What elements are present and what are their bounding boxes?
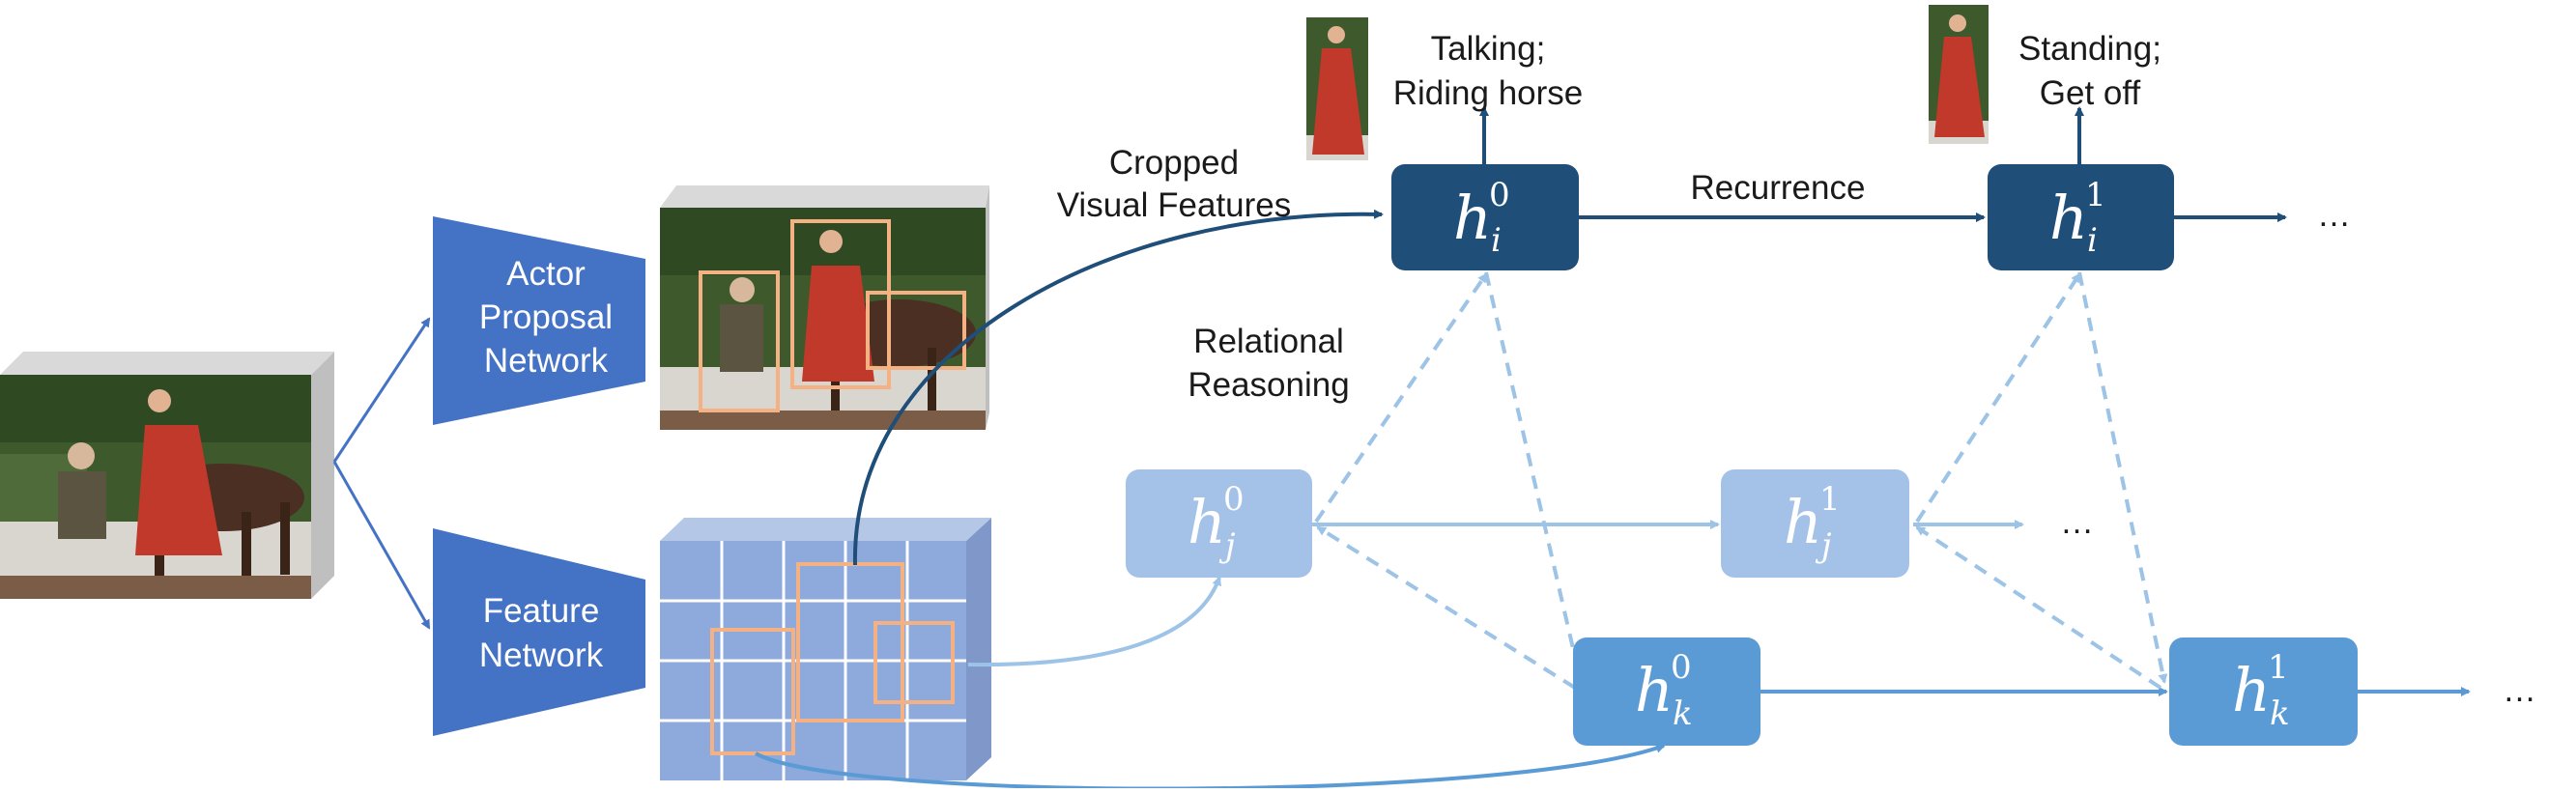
node-hi1-sub: i — [2087, 221, 2098, 260]
actor-thumbnail-t0 — [1306, 17, 1368, 160]
node-hk1-sub: k — [2270, 694, 2290, 733]
svg-text:h: h — [2049, 183, 2088, 253]
node-hi0-sup: 0 — [1489, 176, 1510, 214]
svg-text:h: h — [1784, 487, 1822, 557]
input-video-frame — [0, 352, 334, 599]
actor-proposal-network: Actor Proposal Network — [433, 216, 645, 425]
node-hi1: h 1 i — [1988, 164, 2174, 270]
label-action-t0-1: Talking; — [1431, 30, 1546, 68]
ellipsis-j: … — [2060, 503, 2094, 541]
bbox-person-2 — [790, 219, 891, 389]
node-hj1-sup: 1 — [1819, 480, 1841, 519]
node-hi1-sup: 1 — [2085, 176, 2106, 214]
bbox-person-1 — [699, 270, 780, 412]
node-hj1: h 1 j — [1721, 469, 1909, 578]
detection-frame — [660, 185, 989, 430]
node-hk1: h 1 k — [2169, 637, 2358, 746]
feature-net-label-1: Feature — [483, 592, 600, 630]
feature-roi-2 — [796, 562, 904, 722]
arrow-input-to-actor-net — [332, 317, 431, 463]
actor-thumbnail-t1 — [1929, 5, 1989, 144]
arrow-features-to-hj0 — [967, 576, 1222, 667]
node-hi0: h 0 i — [1391, 164, 1579, 270]
label-action-t1-1: Standing; — [2018, 30, 2161, 68]
label-action-t1-2: Get off — [2040, 74, 2141, 112]
node-hk0-sub: k — [1673, 694, 1693, 733]
node-hk1-sup: 1 — [2268, 648, 2289, 687]
ellipsis-k: … — [2503, 671, 2536, 709]
svg-text:h: h — [1188, 487, 1226, 557]
node-hj0-sup: 0 — [1223, 480, 1245, 519]
actor-net-label-1: Actor — [506, 255, 586, 293]
arrow-input-to-feature-net — [332, 461, 431, 630]
feature-roi-3 — [873, 621, 955, 704]
relational-edges — [1314, 271, 2168, 690]
label-cropped-2: Visual Features — [1057, 186, 1292, 224]
node-hj0: h 0 j — [1126, 469, 1312, 578]
node-hi0-sub: i — [1491, 221, 1502, 260]
ellipsis-i: … — [2317, 196, 2351, 234]
bbox-horse — [866, 291, 966, 370]
feature-map — [660, 518, 991, 780]
svg-text:h: h — [2232, 655, 2271, 725]
node-hk0-sup: 0 — [1671, 648, 1692, 687]
actor-net-label-2: Proposal — [479, 298, 613, 336]
feature-network: Feature Network — [433, 528, 645, 736]
node-hk0: h 0 k — [1573, 637, 1760, 746]
label-relational-2: Reasoning — [1188, 366, 1349, 404]
label-action-t0-2: Riding horse — [1393, 74, 1584, 112]
svg-text:h: h — [1635, 655, 1674, 725]
label-recurrence: Recurrence — [1691, 169, 1866, 207]
feature-net-label-2: Network — [479, 637, 604, 674]
svg-text:h: h — [1453, 183, 1492, 253]
label-cropped-1: Cropped — [1109, 144, 1239, 182]
label-relational-1: Relational — [1193, 323, 1344, 360]
feature-roi-1 — [710, 628, 795, 755]
arrow-cropped-features-to-hi0 — [852, 209, 1384, 566]
actor-net-label-3: Network — [484, 342, 609, 380]
